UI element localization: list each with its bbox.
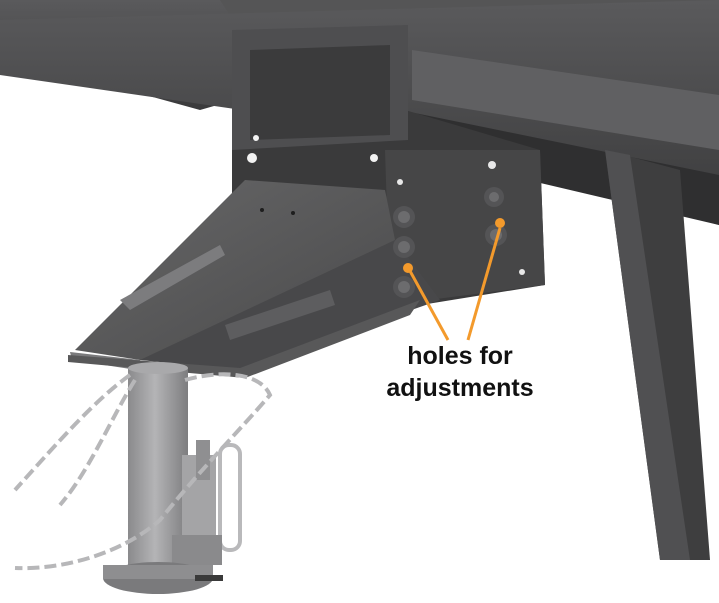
chain-right xyxy=(14,372,273,571)
safety-chains xyxy=(13,372,273,571)
hex-bolt-icon xyxy=(484,187,504,207)
jack-lower-block xyxy=(172,535,222,565)
plate-hole-3 xyxy=(519,269,525,275)
bolt-column-left xyxy=(393,206,415,298)
jack-pin-housing xyxy=(196,440,210,480)
bracket-side-plate xyxy=(385,150,545,305)
chain-left-2 xyxy=(58,378,137,507)
chain-left xyxy=(13,373,132,492)
hex-bolt-icon xyxy=(393,236,415,258)
right-diagonal-beam xyxy=(412,50,719,150)
mounting-bracket xyxy=(232,25,545,310)
tongue-highlight xyxy=(120,245,225,310)
plate-hole-1 xyxy=(397,179,403,185)
tongue-hole-2 xyxy=(291,211,295,215)
adjustment-hole-icon xyxy=(403,263,413,273)
right-leg-face xyxy=(605,150,690,560)
leader-line-right xyxy=(466,227,502,341)
mount-hole-right xyxy=(370,154,378,162)
bolt-column-right xyxy=(484,187,507,246)
tongue-hole-1 xyxy=(260,208,264,212)
jack-foot-slot xyxy=(195,575,223,581)
tongue-arm xyxy=(68,180,440,378)
mount-hole-left xyxy=(247,153,257,163)
mount-hole-left-2 xyxy=(253,135,259,141)
jack-post xyxy=(128,368,188,568)
jack-post-top xyxy=(128,362,188,374)
adjustment-hole-icon xyxy=(495,218,505,228)
hex-bolt-icon xyxy=(393,276,415,298)
hex-bolt-icon xyxy=(393,206,415,228)
tongue-top-face xyxy=(75,180,395,360)
leader-line-left xyxy=(408,270,450,341)
callout-line-2: adjustments xyxy=(386,374,534,402)
tongue-side-highlight xyxy=(225,290,335,340)
callout-line-1: holes for xyxy=(407,342,513,370)
jack-stand xyxy=(103,362,242,594)
bracket-inner xyxy=(250,45,390,140)
jack-pin-handle xyxy=(218,443,242,552)
jack-foot-body xyxy=(103,565,213,579)
adjustment-callout: holes for adjustments xyxy=(372,340,548,404)
callout-leaders xyxy=(408,227,502,341)
plate-hole-2 xyxy=(488,161,496,169)
